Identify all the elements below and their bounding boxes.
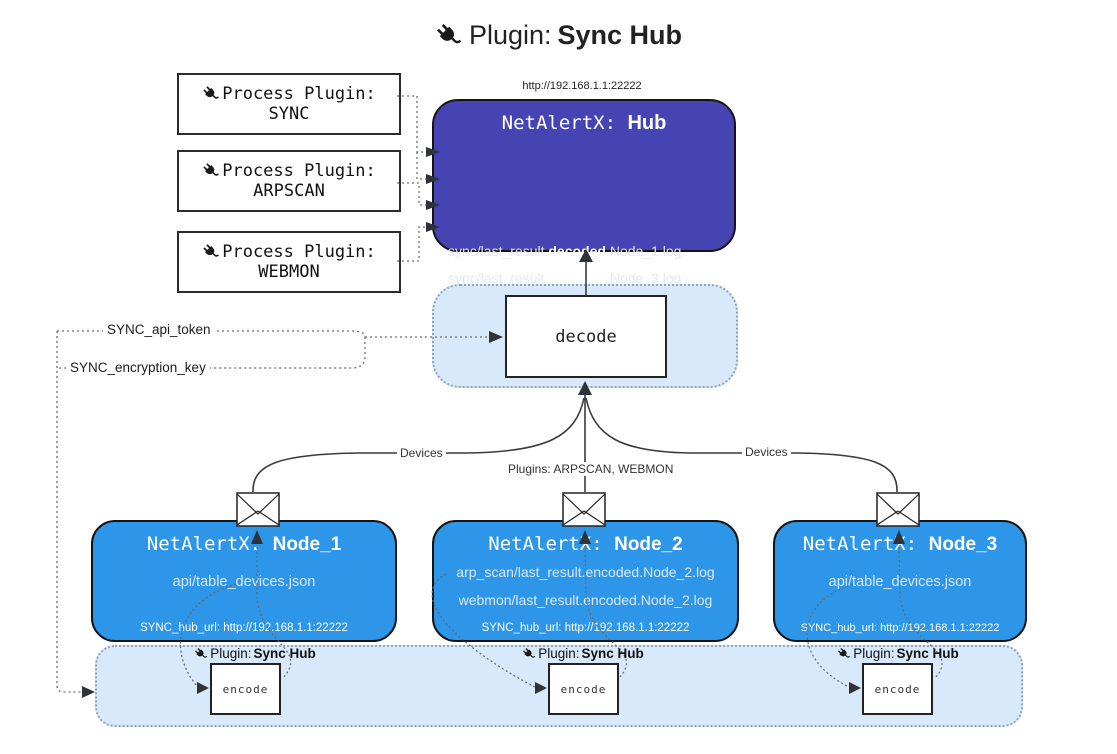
plug-icon [202, 162, 220, 180]
node3-title: NetAlertX: Node_3 [802, 533, 998, 555]
hub-title-mono: NetAlertX: [501, 112, 628, 134]
encode2-box: encode [548, 663, 619, 715]
process-plugin-arpscan-box: Process Plugin: ARPSCAN [177, 150, 401, 212]
hub-box: NetAlertX: Hub sync/last_result.decoded.… [432, 99, 736, 335]
node2-file: webmon/last_result.encoded.Node_2.log [458, 592, 713, 608]
node3-hub-url: SYNC_hub_url: http://192.168.1.1:22222 [800, 622, 1000, 634]
node1-to-decode-curve [252, 397, 585, 493]
encode1-plugin-label: Plugin:Sync Hub [165, 646, 345, 661]
encode3-box: encode [862, 663, 933, 715]
process-plugin-label: Process Plugin: [222, 84, 376, 104]
devices-right-label: Devices [742, 445, 791, 459]
plug-icon [202, 243, 220, 261]
devices-left-label: Devices [397, 446, 446, 460]
node2-file: arp_scan/last_result.encoded.Node_2.log [456, 564, 715, 580]
hub-log-line: sync/last_result.decoded.Node_3.log [448, 270, 682, 286]
hub-log-line: sync/last_result.decoded.Node_1.log [448, 243, 682, 259]
process-plugin-sync-box: Process Plugin: SYNC [177, 73, 401, 135]
plug-icon [522, 647, 536, 661]
process-plugin-webmon-box: Process Plugin: WEBMON [177, 231, 401, 293]
page-title-prefix: Plugin: [468, 20, 552, 50]
sync-api-token-label: SYNC_api_token [103, 322, 215, 337]
hub-title: NetAlertX: Hub [434, 112, 734, 135]
process-plugin-name: WEBMON [258, 262, 320, 282]
node2-title: NetAlertX: Node_2 [488, 533, 683, 555]
plug-icon [202, 85, 220, 103]
encode2-plugin-label: Plugin:Sync Hub [493, 646, 673, 661]
sync-encryption-key-label: SYNC_encryption_key [66, 360, 210, 375]
plug-icon [194, 647, 208, 661]
node3-box: NetAlertX: Node_3 api/table_devices.json… [773, 520, 1027, 642]
plug-icon [435, 22, 463, 50]
plugins-mid-label: Plugins: ARPSCAN, WEBMON [505, 462, 677, 476]
decode-box: decode [505, 295, 667, 378]
process-plugin-label: Process Plugin: [222, 161, 376, 181]
process-plugin-name: ARPSCAN [253, 181, 325, 201]
node1-box: NetAlertX: Node_1 api/table_devices.json… [91, 520, 397, 642]
hub-title-name: Hub [627, 112, 667, 134]
process-plugin-name: SYNC [268, 104, 310, 124]
encode1-box: encode [210, 663, 281, 715]
encode3-plugin-label: Plugin:Sync Hub [808, 646, 988, 661]
sync-settings-connector [56, 330, 503, 698]
node1-title: NetAlertX: Node_1 [146, 533, 342, 555]
node1-file: api/table_devices.json [172, 574, 316, 590]
node3-file: api/table_devices.json [828, 574, 972, 590]
process-plugin-label: Process Plugin: [222, 242, 376, 262]
node1-hub-url: SYNC_hub_url: http://192.168.1.1:22222 [140, 622, 348, 634]
node2-hub-url: SYNC_hub_url: http://192.168.1.1:22222 [481, 622, 690, 634]
plug-icon [837, 647, 851, 661]
page-title-bold: Sync Hub [557, 20, 683, 50]
page-title: Plugin: Sync Hub [0, 20, 1117, 51]
node2-box: NetAlertX: Node_2 arp_scan/last_result.e… [432, 520, 739, 642]
hub-url-label: http://192.168.1.1:22222 [522, 80, 642, 92]
